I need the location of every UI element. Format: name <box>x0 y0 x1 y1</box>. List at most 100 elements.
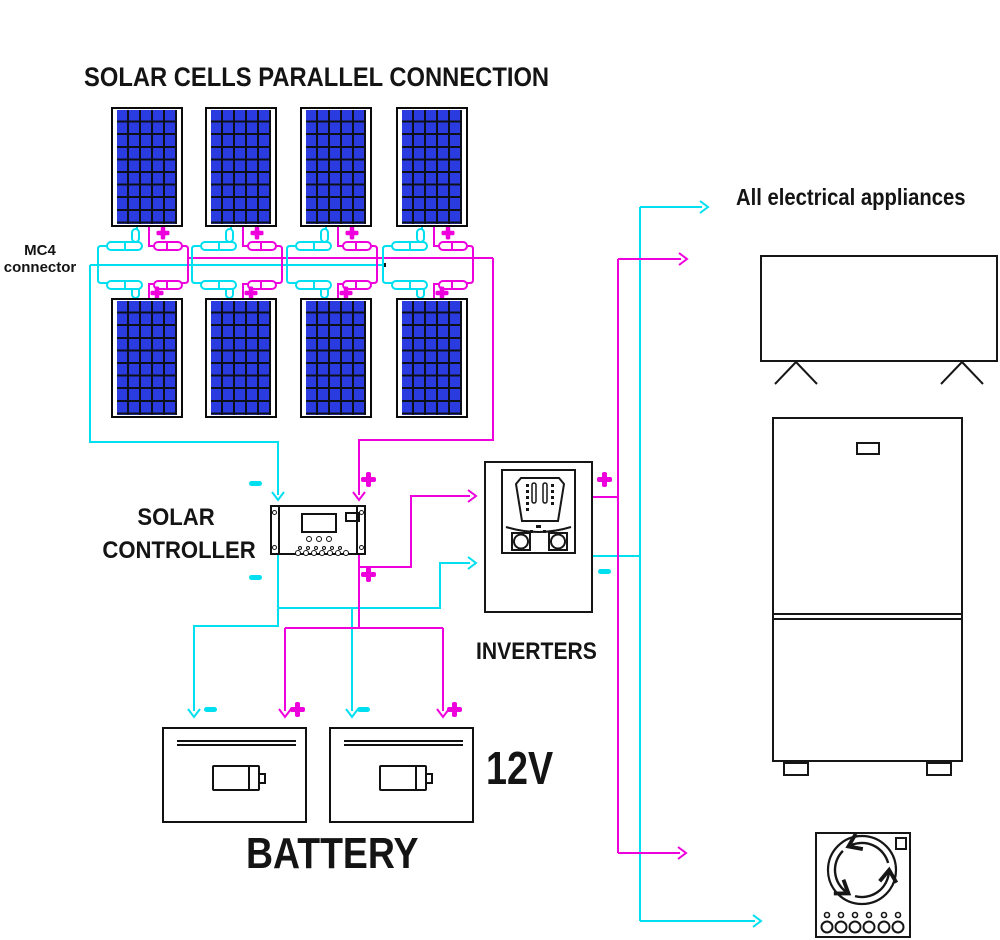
voltage-label: 12V <box>486 742 554 794</box>
arrow-down-icon <box>271 491 285 502</box>
grille-arc <box>505 526 572 533</box>
arrow-right-icon <box>467 556 478 570</box>
battery-terminal <box>425 773 433 784</box>
charge-controller <box>270 505 366 556</box>
plus-icon <box>597 472 612 487</box>
minus-icon <box>357 707 370 712</box>
indicator-lights <box>823 911 902 919</box>
terminal-icon <box>327 550 333 556</box>
terminal-icon <box>335 550 341 556</box>
battery-icon <box>212 765 260 791</box>
terminal-icon <box>330 546 334 550</box>
battery-label: BATTERY <box>246 829 419 878</box>
arrow-right-icon <box>678 252 689 266</box>
plus-icon <box>361 472 376 487</box>
fridge-handle <box>856 442 880 455</box>
controller-label-line2: CONTROLLER <box>102 537 256 564</box>
terminal-icon <box>343 550 349 556</box>
inverter-face <box>501 469 576 554</box>
terminal-icon <box>295 550 301 556</box>
terminal-icon <box>298 546 302 550</box>
solar-panel <box>205 298 277 418</box>
solar-panel-cells <box>117 301 177 415</box>
arrow-down-icon <box>352 491 366 502</box>
solar-panel-cells <box>402 110 462 224</box>
terminal-icon <box>303 550 309 556</box>
refrigerator-icon <box>772 417 963 762</box>
solar-panel <box>205 107 277 227</box>
mc4-connector-group <box>97 226 189 300</box>
screw-icon <box>272 545 277 550</box>
inverters-label: INVERTERS <box>476 638 597 665</box>
fridge-foot <box>783 762 809 776</box>
screw-icon <box>359 545 364 550</box>
indicator-window <box>345 512 360 522</box>
button-icon <box>306 536 312 542</box>
terminal-icon <box>311 550 317 556</box>
battery-vent-strip <box>177 740 296 746</box>
arrow-right-icon <box>699 200 710 214</box>
solar-panel-cells <box>306 301 366 415</box>
controller-label-line1: SOLAR <box>137 504 215 531</box>
tv-legs <box>774 361 984 385</box>
fan-icon <box>513 533 529 550</box>
plus-icon <box>290 702 305 717</box>
solar-panel <box>396 298 468 418</box>
solar-panel <box>300 298 372 418</box>
solar-panel-cells <box>402 301 462 415</box>
mc4-connector-group <box>382 226 474 300</box>
tv-icon <box>760 255 998 362</box>
lcd-display <box>301 513 337 533</box>
fridge-door-divider <box>774 613 961 615</box>
fridge-foot <box>926 762 952 776</box>
minus-icon <box>249 481 262 486</box>
mc4-connector-group <box>286 226 378 300</box>
button-icon <box>316 536 322 542</box>
plus-icon <box>361 567 376 582</box>
detergent-box <box>895 837 907 850</box>
controller-label: SOLAR CONTROLLER <box>102 501 256 567</box>
solar-panel-cells <box>117 110 177 224</box>
minus-icon <box>249 575 262 580</box>
mc4-label: MC4 connector <box>0 242 80 276</box>
fan-icon <box>550 533 566 550</box>
arrow-right-icon <box>752 914 763 928</box>
mount-rail <box>278 507 280 553</box>
terminal-icon <box>306 546 310 550</box>
solar-panel-cells <box>306 110 366 224</box>
minus-icon <box>204 707 217 712</box>
solar-panel-cells <box>211 110 271 224</box>
battery-icon <box>379 765 427 791</box>
solar-panel <box>111 107 183 227</box>
arrow-down-icon <box>278 708 292 719</box>
arrow-right-icon <box>467 489 478 503</box>
battery-terminal <box>258 773 266 784</box>
screw-icon <box>272 510 277 515</box>
mc4-label-line1: MC4 <box>24 242 56 259</box>
rotation-arrows-icon <box>833 834 899 899</box>
button-icon <box>326 536 332 542</box>
appliances-label: All electrical appliances <box>736 184 966 210</box>
arrow-down-icon <box>345 708 359 719</box>
battery-vent-strip <box>344 740 463 746</box>
washer-face <box>820 834 907 934</box>
drum-icon <box>826 834 898 906</box>
terminal-icon <box>319 550 325 556</box>
indicator-dots <box>526 484 554 533</box>
knob-row <box>820 920 905 934</box>
arrow-down-icon <box>187 708 201 719</box>
mc4-connector-group <box>191 226 283 300</box>
positive-wire-net <box>188 252 689 860</box>
minus-icon <box>598 569 611 574</box>
washing-machine-icon <box>815 832 911 938</box>
terminal-icon <box>338 546 342 550</box>
battery <box>162 727 307 823</box>
solar-panel <box>111 298 183 418</box>
diagram-title: SOLAR CELLS PARALLEL CONNECTION <box>84 62 550 92</box>
fridge-door-divider <box>774 618 961 620</box>
terminal-icon <box>314 546 318 550</box>
solar-panel <box>300 107 372 227</box>
solar-panel-cells <box>211 301 271 415</box>
